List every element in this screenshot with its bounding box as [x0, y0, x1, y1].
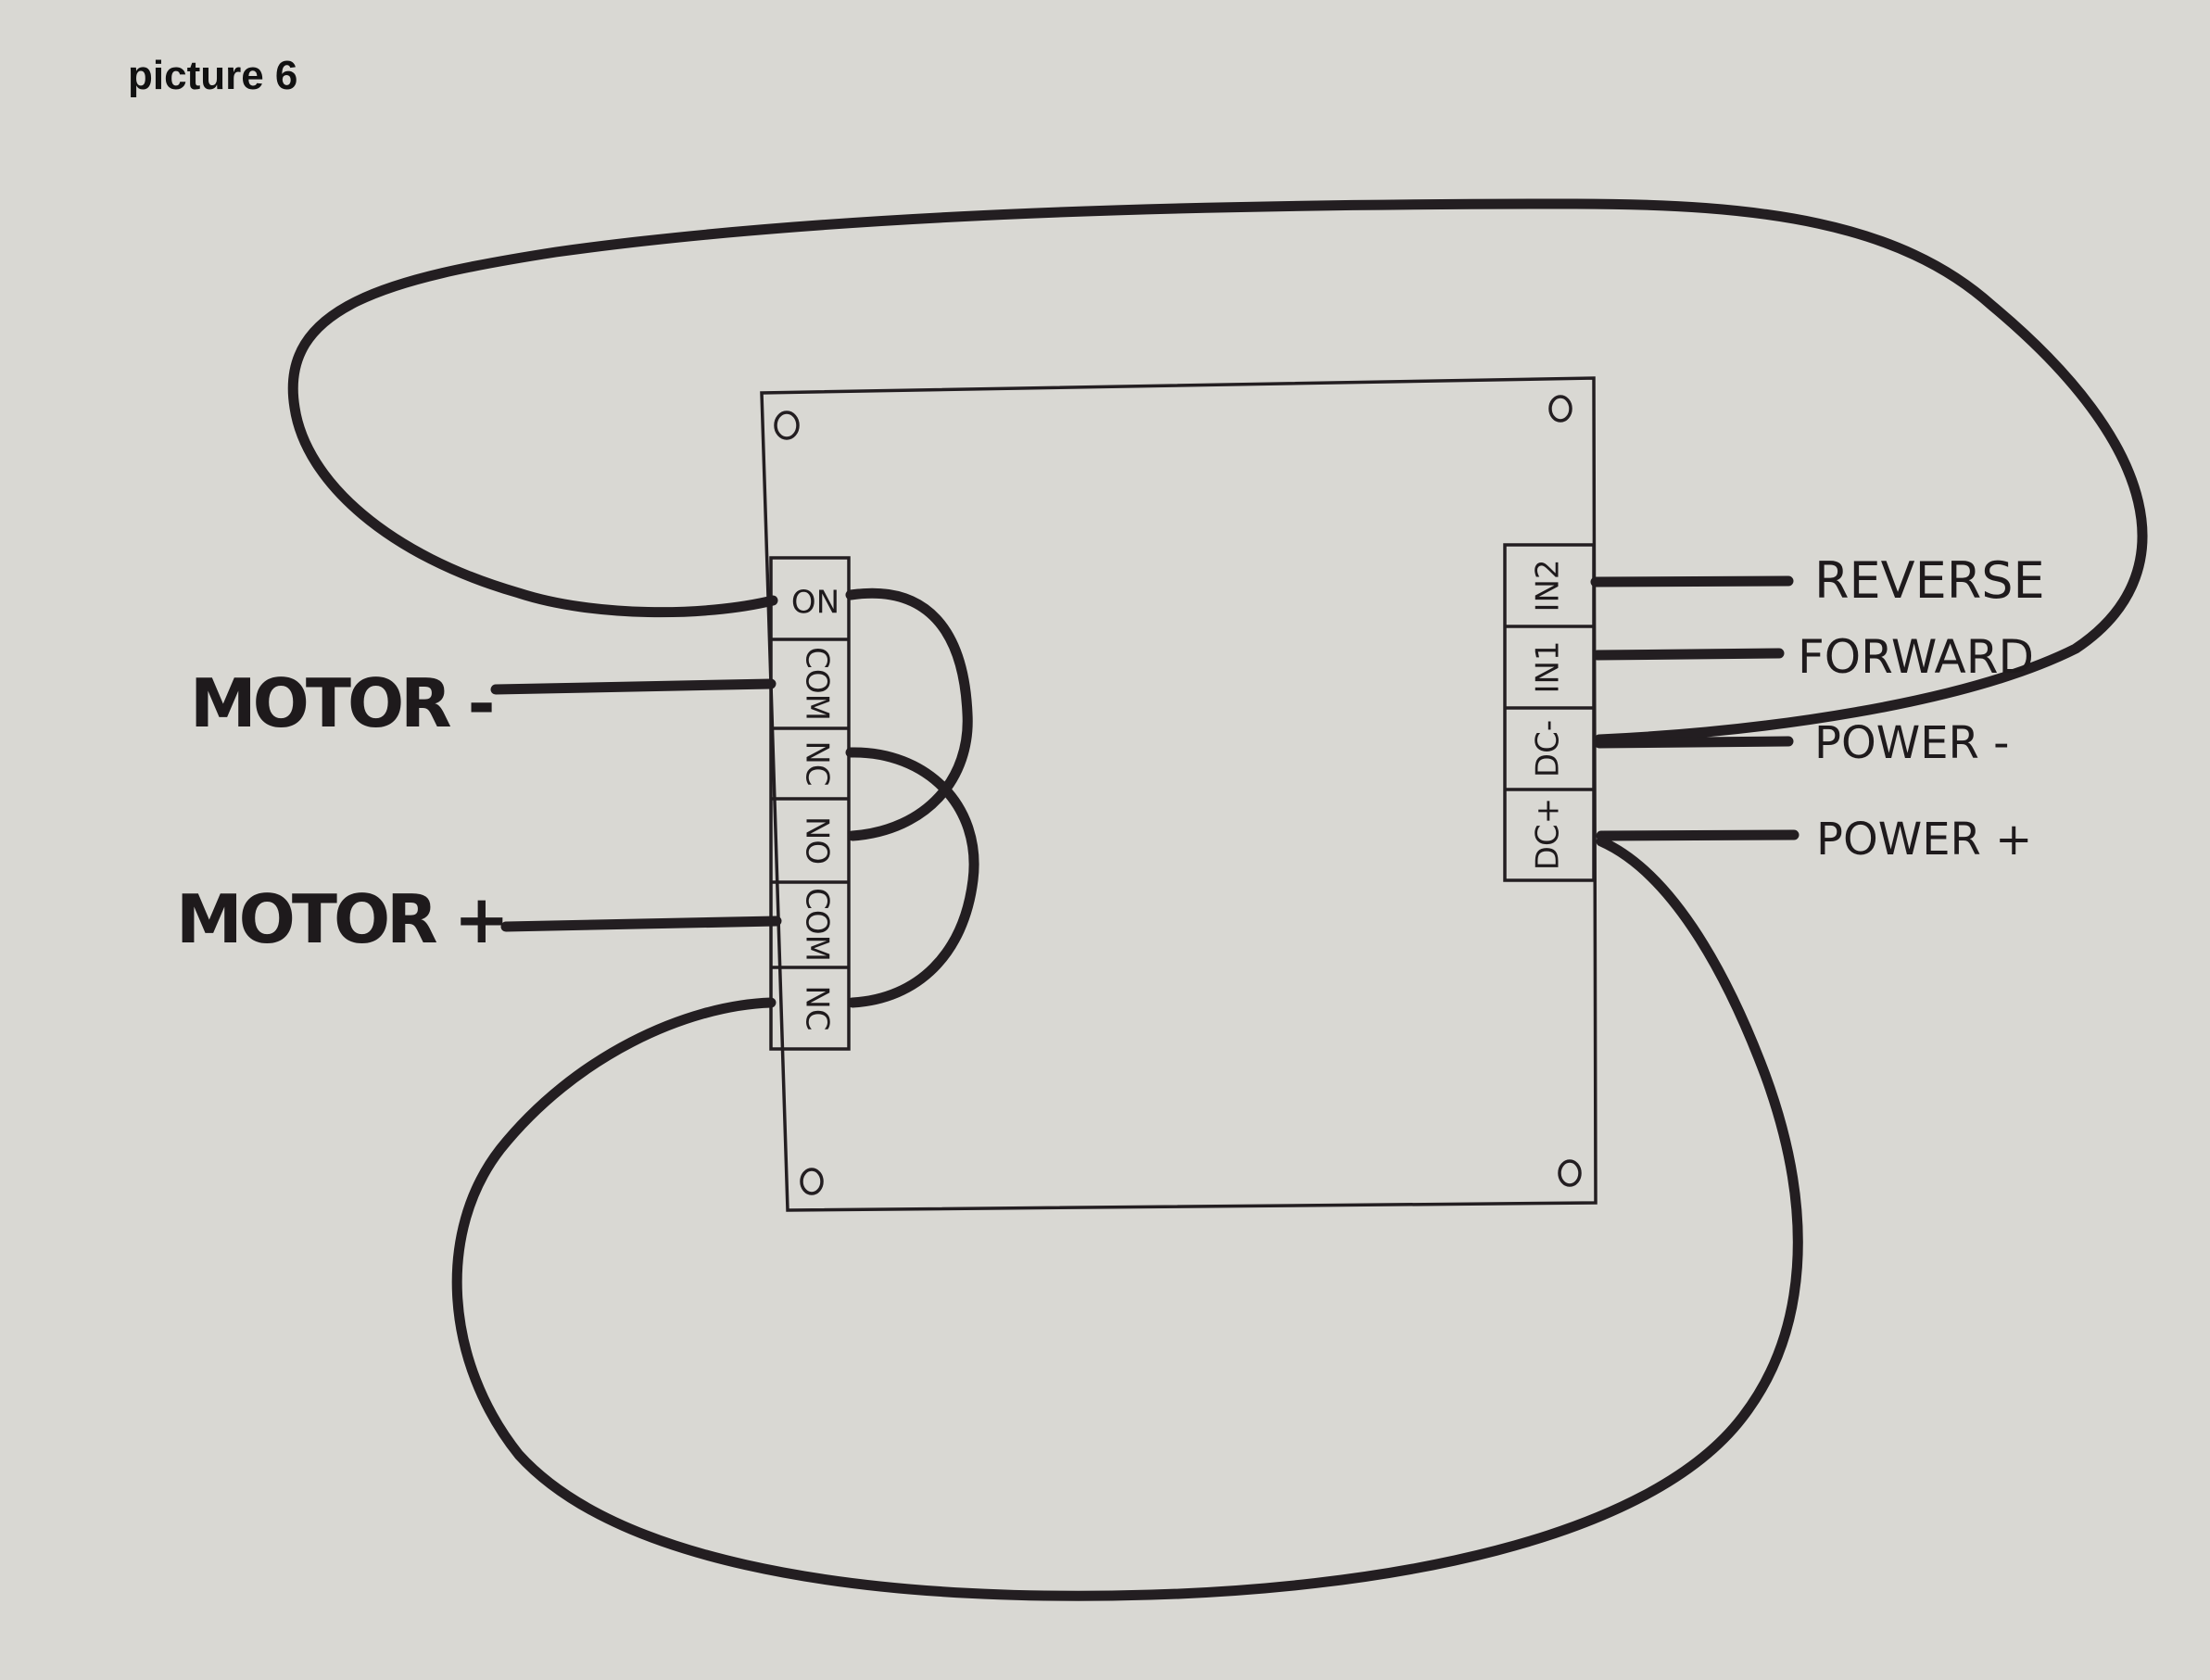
- terminal-r1-nc: NC: [799, 740, 836, 786]
- wire-motor-minus: [490, 678, 777, 695]
- motor-minus-label: MOTOR -: [190, 664, 492, 742]
- terminal-dc-plus: DC+: [1530, 798, 1567, 870]
- wire-dc-minus-to-r1-no: [287, 198, 2148, 745]
- terminal-in2: IN2: [1530, 559, 1567, 612]
- page-title: picture 6: [128, 53, 297, 98]
- terminal-r2-no: NO: [799, 816, 836, 865]
- wire-dc-plus-to-r2-nc: [451, 836, 1803, 1601]
- wire-r1-no-to-r2-no: [845, 587, 973, 841]
- terminal-r1-com: COM: [799, 647, 836, 721]
- wire-motor-plus: [500, 916, 782, 932]
- wire-r1-nc-to-r2-nc: [845, 747, 979, 1008]
- terminal-dc-minus: DC-: [1530, 720, 1567, 777]
- forward-label: FORWARD: [1798, 630, 2034, 684]
- terminal-r1-no: NO: [791, 582, 840, 619]
- mounting-hole: [800, 1168, 824, 1195]
- input-terminal-block: IN2 IN1 DC- DC+: [1503, 543, 1596, 882]
- power-plus-label: POWER +: [1816, 814, 2032, 865]
- wire-reverse: [1590, 575, 1794, 587]
- terminal-in1: IN1: [1530, 640, 1567, 693]
- motor-plus-label: MOTOR +: [176, 880, 506, 958]
- wire-forward: [1592, 648, 1785, 661]
- terminal-r2-nc: NC: [799, 985, 836, 1030]
- mounting-hole: [1558, 1159, 1582, 1187]
- power-minus-label: POWER -: [1814, 717, 2009, 769]
- wire-power-minus: [1594, 736, 1794, 749]
- relay-board-outline: [760, 376, 1598, 1212]
- wire-power-plus: [1596, 829, 1800, 841]
- terminal-r2-com: COM: [799, 888, 836, 962]
- reverse-label: REVERSE: [1814, 551, 2045, 610]
- relay-terminal-block: NO COM NC NO COM NC: [769, 556, 851, 1051]
- mounting-hole: [1548, 395, 1572, 423]
- mounting-hole: [774, 411, 800, 440]
